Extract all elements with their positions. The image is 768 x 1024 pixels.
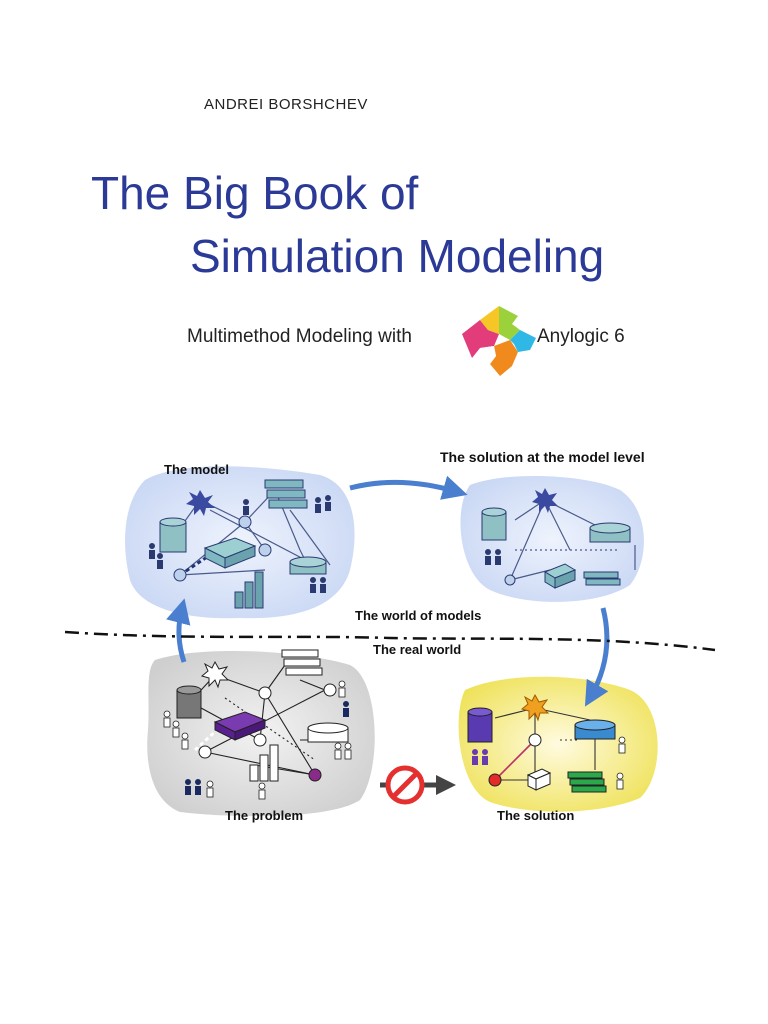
logo-puzzle-pieces [462, 306, 536, 376]
arrow-model-to-solution [349, 475, 468, 500]
label-real-world: The real world [373, 642, 461, 657]
model-people-icons [149, 495, 331, 593]
arrow-problem-up [166, 598, 191, 663]
world-divider-line [64, 630, 716, 652]
label-the-problem: The problem [225, 808, 303, 823]
solution-cloud [458, 676, 658, 812]
subtitle-right: Anylogic 6 [537, 326, 625, 347]
title-line-1: The Big Book of [91, 167, 419, 219]
solution-white-people-icons [616, 736, 626, 790]
simulation-cycle-figure: The model The solution at the model leve… [64, 449, 716, 823]
arrow-solution-down [584, 607, 610, 707]
problem-dark-people-icons [185, 701, 349, 795]
subtitle-left: Multimethod Modeling with [187, 326, 412, 347]
author-name: ANDREI BORSHCHEV [204, 96, 368, 113]
solution-model-cloud [460, 475, 644, 602]
model-nodes [159, 479, 327, 609]
label-the-solution: The solution [497, 808, 574, 823]
solution-nodes [467, 693, 616, 793]
label-world-of-models: The world of models [355, 608, 481, 623]
problem-nodes [176, 649, 349, 782]
label-solution-model-level: The solution at the model level [440, 449, 645, 465]
title-line-2: Simulation Modeling [190, 230, 605, 282]
solution-model-nodes [481, 488, 631, 589]
problem-people-icons [163, 680, 352, 800]
solution-model-people-icons [485, 549, 501, 565]
no-entry-icon [385, 765, 425, 805]
anylogic-logo [462, 306, 536, 376]
solution-people-icons [472, 749, 488, 765]
label-the-model: The model [164, 462, 229, 477]
